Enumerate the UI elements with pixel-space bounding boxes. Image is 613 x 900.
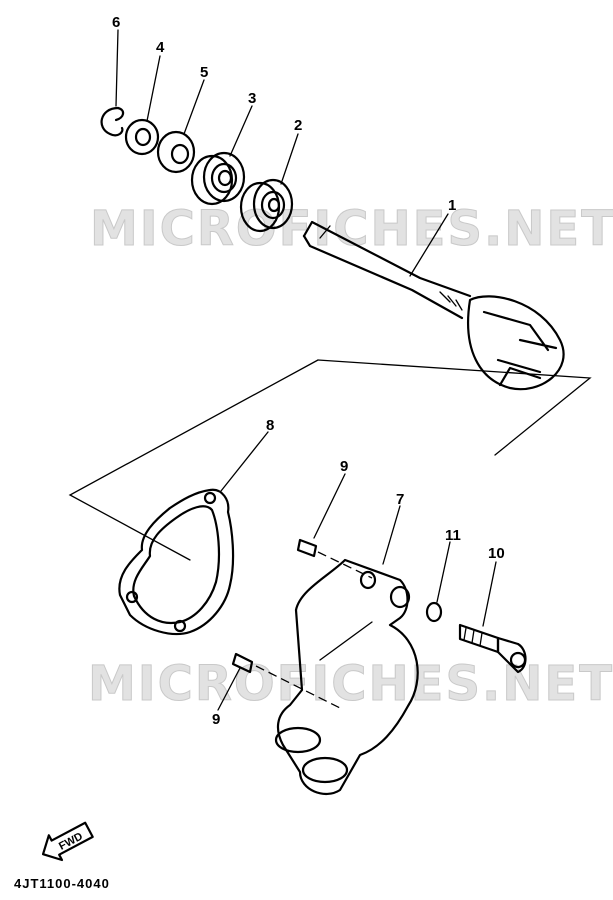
callout-2: 2 <box>294 117 302 134</box>
callout-9-lower: 9 <box>212 711 220 728</box>
part-gasket <box>118 488 235 636</box>
callout-1: 1 <box>448 197 456 214</box>
part-pump-housing <box>255 551 419 796</box>
callout-10: 10 <box>488 545 505 562</box>
part-impeller-shaft <box>302 220 565 391</box>
part-bearing-3 <box>190 151 246 206</box>
part-circlip <box>100 106 125 137</box>
leader-lines <box>115 29 497 711</box>
callout-7: 7 <box>396 491 404 508</box>
callout-4: 4 <box>156 39 165 56</box>
reference-plane <box>68 359 319 561</box>
watermark-top: MICROFICHES.NET <box>90 201 613 257</box>
diagram-code: 4JT1100-4040 <box>14 876 110 891</box>
part-bearing-2 <box>239 178 294 233</box>
part-oil-seal <box>156 130 196 174</box>
callout-9-upper: 9 <box>340 458 348 475</box>
part-bolt <box>458 623 527 674</box>
part-washer-11 <box>425 601 443 623</box>
part-washer-4 <box>124 118 160 156</box>
callout-11: 11 <box>445 527 461 544</box>
watermark-bottom: MICROFICHES.NET <box>88 656 613 712</box>
part-dowel-pin-lower <box>231 652 254 674</box>
callout-labels: 1 2 3 4 5 6 7 8 9 9 10 11 <box>112 14 505 728</box>
callout-6: 6 <box>112 14 120 31</box>
fwd-arrow-icon: FWD <box>41 821 94 862</box>
part-dowel-pin-upper <box>296 538 318 558</box>
callout-3: 3 <box>248 90 256 107</box>
callout-5: 5 <box>200 64 208 81</box>
callout-8: 8 <box>266 417 274 434</box>
